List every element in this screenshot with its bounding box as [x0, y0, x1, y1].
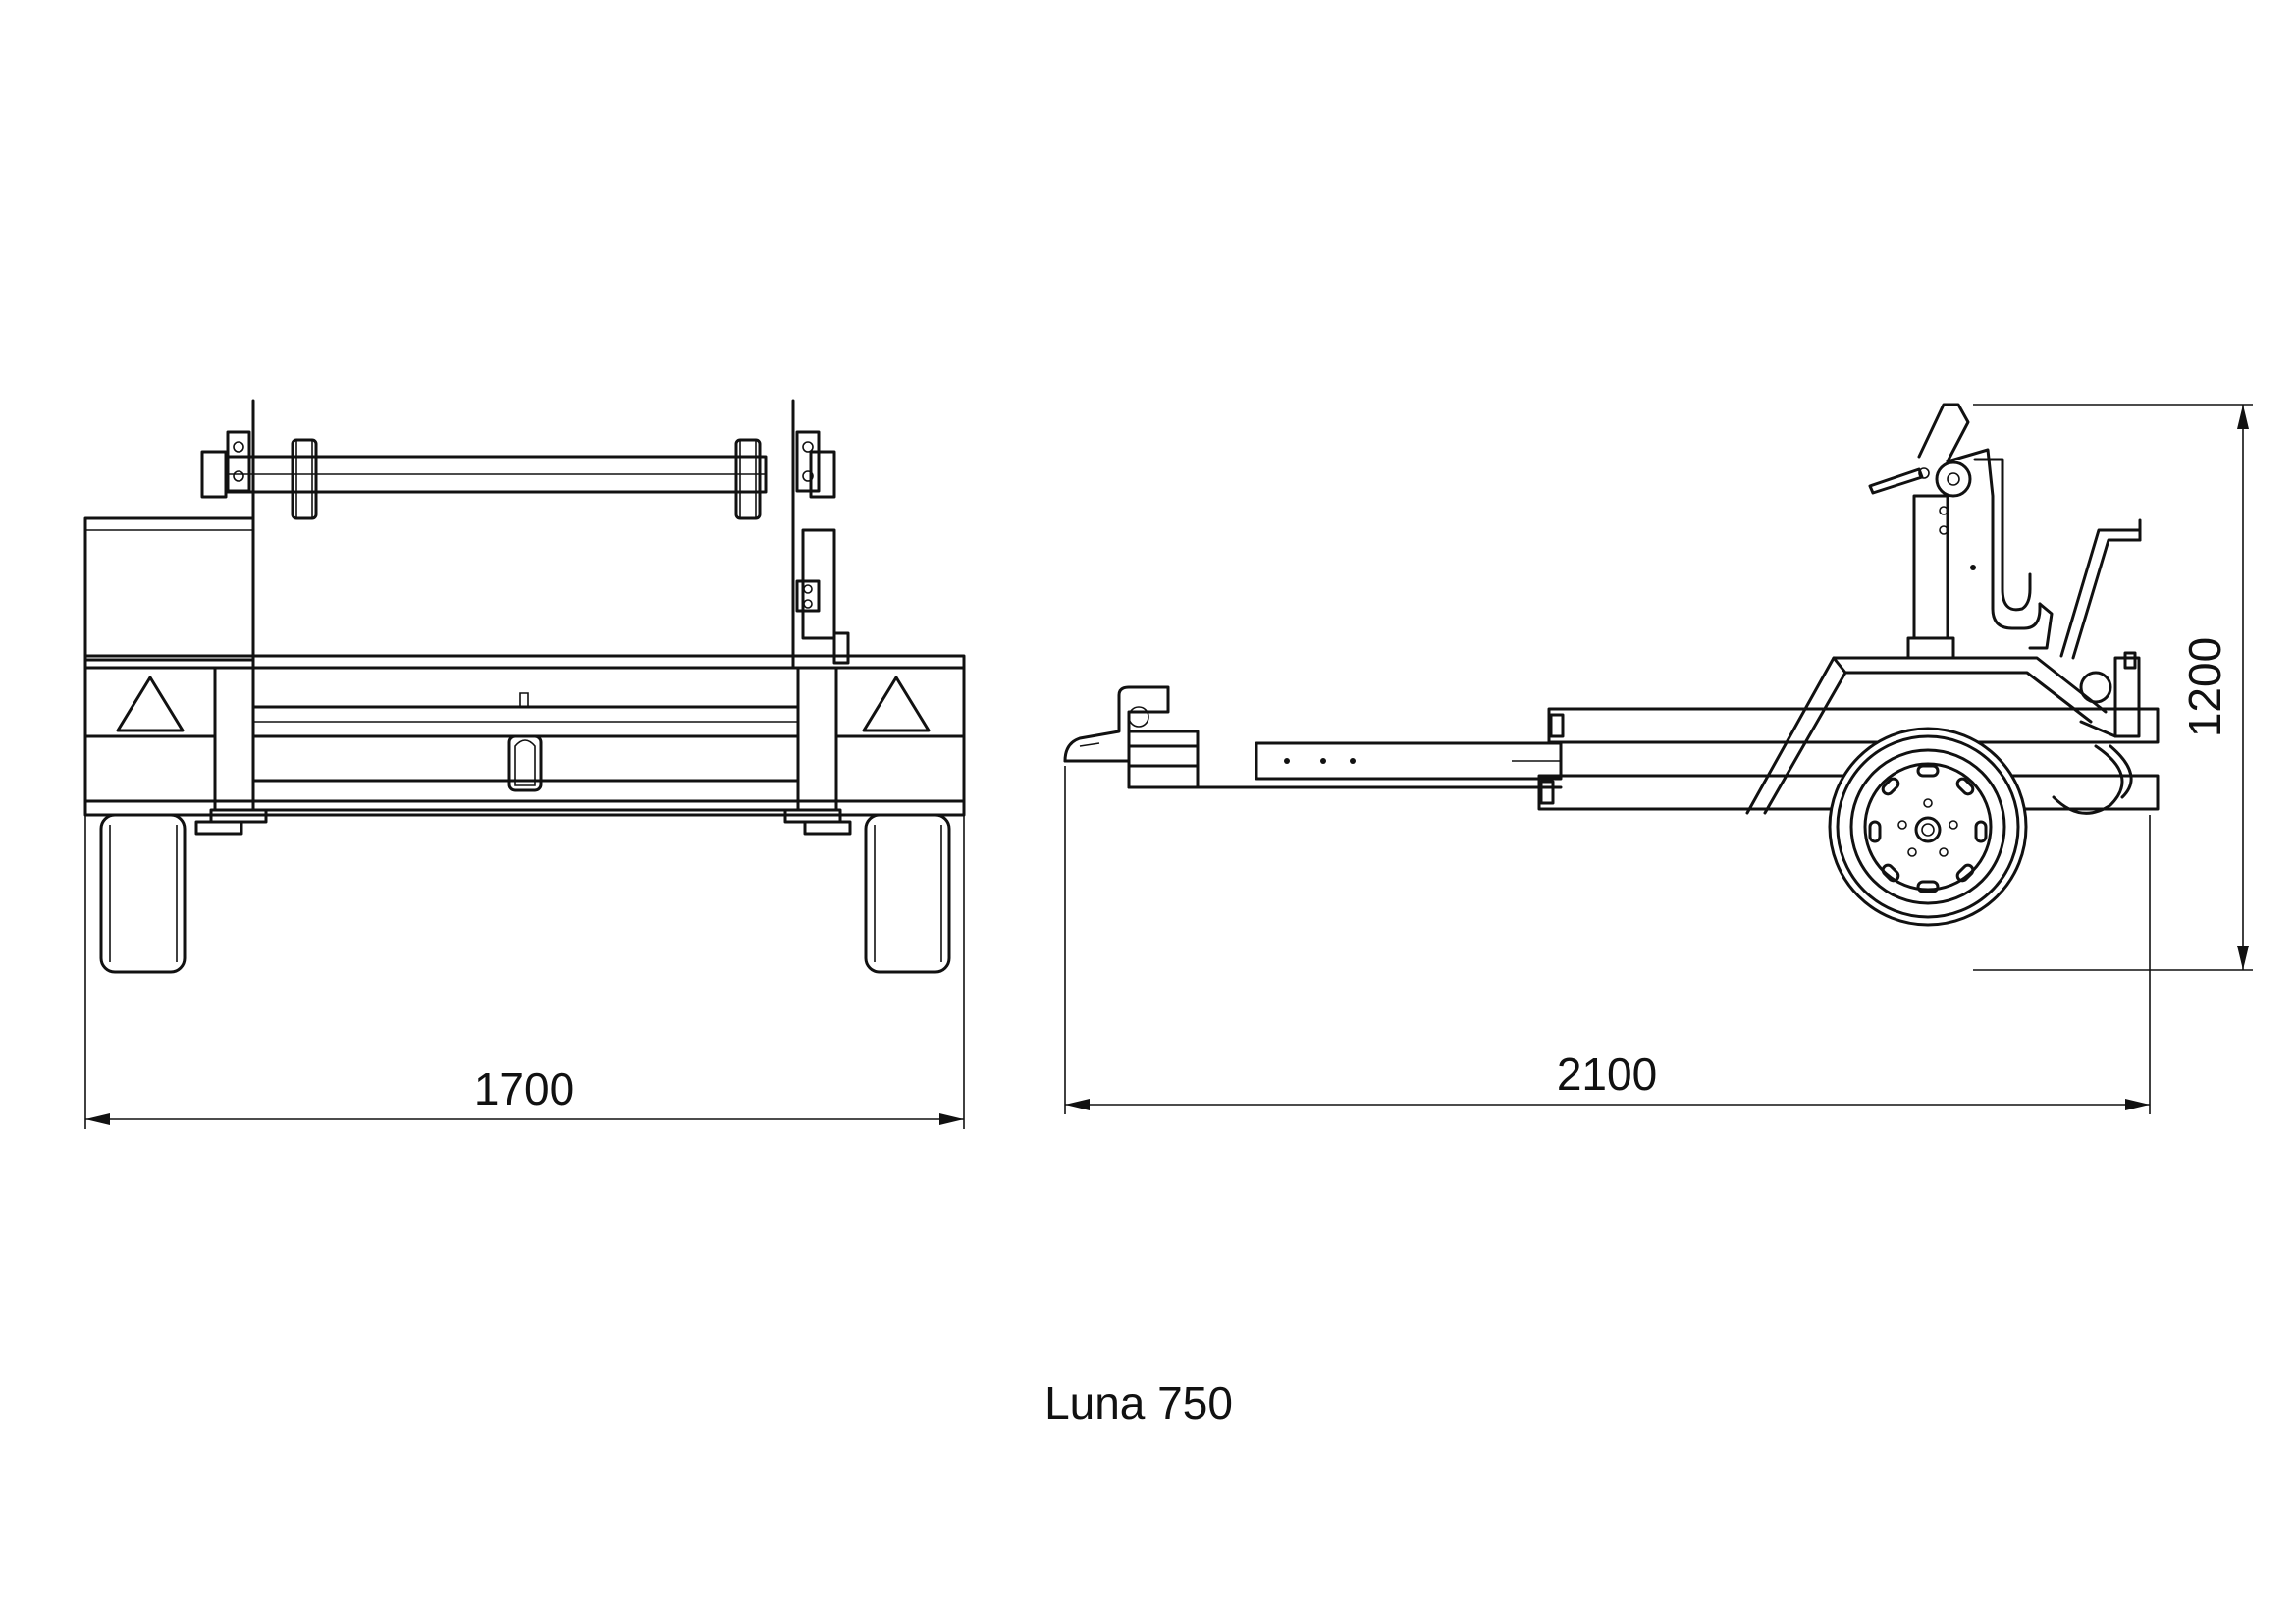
side-view: 2100 1200 [1065, 405, 2253, 1114]
side-length-dimension: 2100 [1065, 766, 2150, 1114]
side-rear-bracket [2054, 520, 2140, 813]
rear-left-wheel [101, 815, 185, 972]
side-wheel [1830, 729, 2026, 925]
model-caption: Luna 750 [1044, 1378, 1233, 1429]
rear-view: 1700 [85, 401, 964, 1129]
rear-spool-flanges [293, 440, 760, 518]
rear-lower-frame [85, 801, 964, 834]
rear-width-dimension: 1700 [85, 815, 964, 1129]
rear-left-lamp [85, 668, 253, 810]
rear-reel-bar [202, 452, 834, 497]
rear-right-wheel [866, 815, 949, 972]
side-height-label: 1200 [2179, 637, 2230, 737]
side-hitch [1065, 687, 1168, 761]
rear-right-plate [797, 530, 848, 663]
side-mast [1870, 405, 2052, 658]
side-length-label: 2100 [1557, 1049, 1657, 1100]
rear-left-box [85, 518, 253, 660]
side-upper-beam [1549, 709, 2158, 742]
side-height-dimension: 1200 [1973, 405, 2253, 970]
rear-chassis [85, 656, 964, 810]
rear-right-lamp [798, 668, 964, 810]
side-drawbar [1129, 731, 1561, 787]
rear-width-label: 1700 [474, 1063, 574, 1114]
